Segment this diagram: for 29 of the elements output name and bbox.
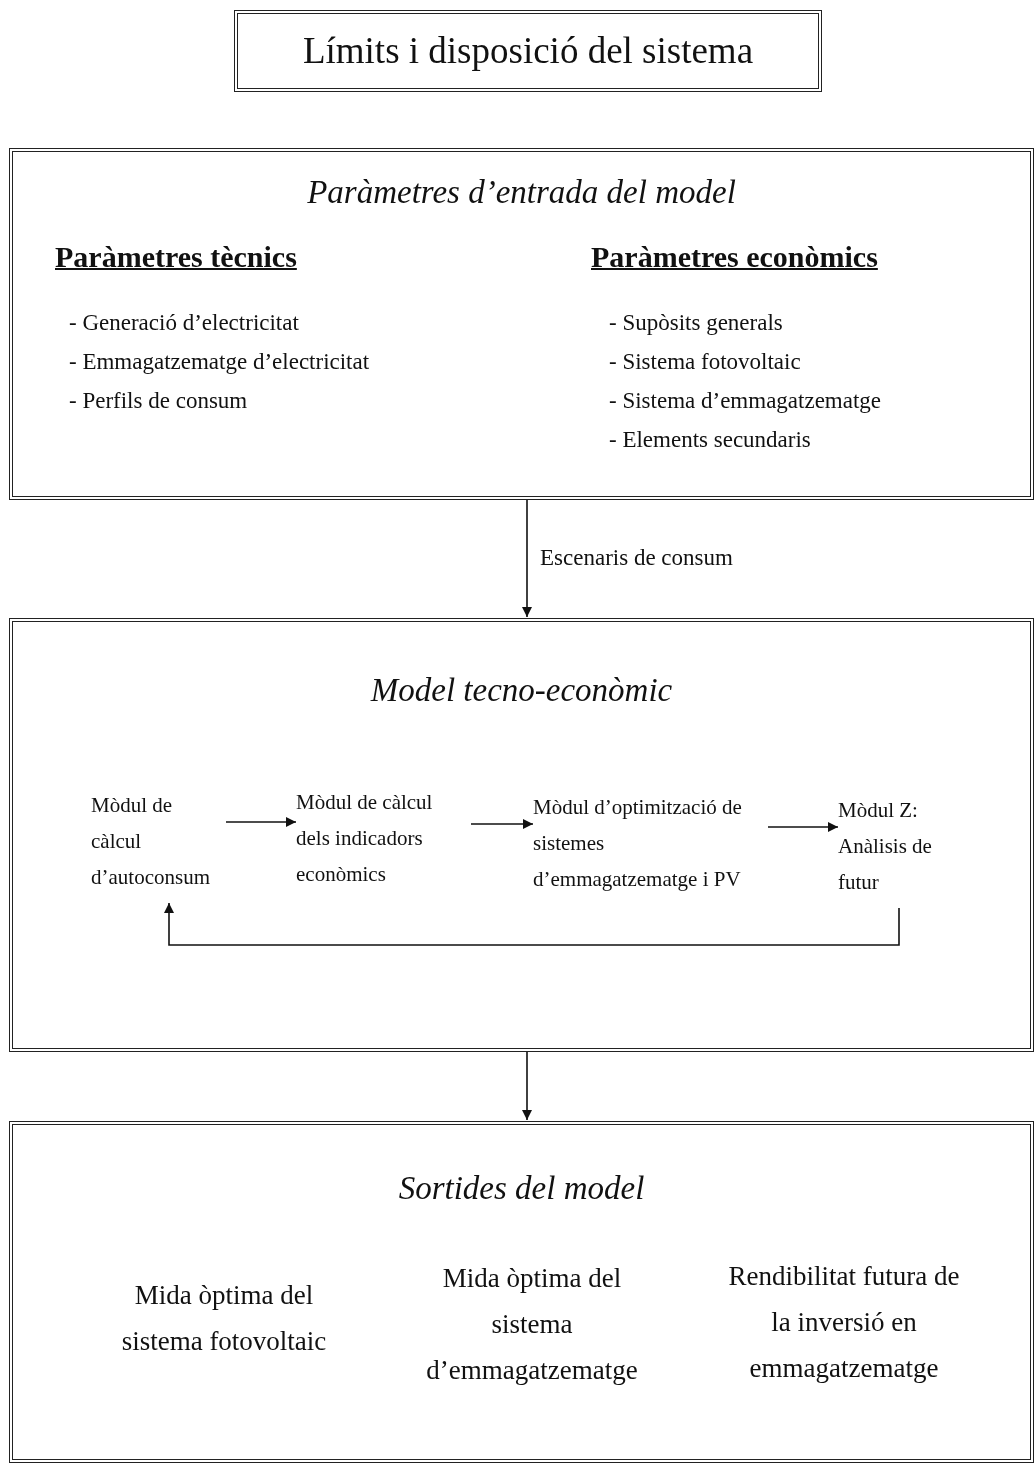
section-panel	[9, 618, 1034, 1052]
output-text: Mida òptima del sistema fotovoltaic	[120, 1279, 328, 1358]
section-title: Model tecno-econòmic	[370, 672, 673, 709]
module-label: Mòdul de càlcul d’autoconsum	[91, 787, 226, 895]
module-label: Mòdul de càlcul dels indicadors econòmics	[296, 784, 471, 892]
section-title: Paràmetres d’entrada del model	[307, 174, 736, 211]
arrow	[767, 822, 839, 832]
arrow	[470, 819, 534, 829]
section-heading: Paràmetres econòmics	[591, 240, 878, 274]
module-label: Mòdul Z: Anàlisis de futur	[838, 792, 956, 900]
arrow	[522, 1051, 532, 1121]
arrow	[522, 499, 532, 618]
list-item: - Sistema d’emmagatzematge	[609, 388, 882, 414]
module-label: Mòdul d’optimització de sistemes d’emmagatzematge i PV	[533, 789, 768, 897]
list-item: - Supòsits generals	[609, 310, 783, 336]
list-item: - Elements secundaris	[609, 427, 811, 453]
output-text: Mida òptima del sistema d’emmagatzematge	[425, 1262, 639, 1387]
list-item: - Emmagatzematge d’electricitat	[69, 349, 370, 375]
section-heading: Paràmetres tècnics	[55, 240, 297, 274]
arrow	[164, 902, 900, 946]
section-panel	[9, 1121, 1034, 1463]
section-panel	[9, 148, 1034, 500]
list-item: - Perfils de consum	[69, 388, 248, 414]
output-text: Rendibilitat futura de la inversió en emmagatzematge	[727, 1260, 961, 1385]
list-item: - Generació d’electricitat	[69, 310, 299, 336]
section-title: Sortides del model	[398, 1170, 645, 1207]
arrow	[225, 817, 297, 827]
diagram-title: Límits i disposició del sistema	[234, 10, 822, 92]
list-item: - Sistema fotovoltaic	[609, 349, 801, 375]
